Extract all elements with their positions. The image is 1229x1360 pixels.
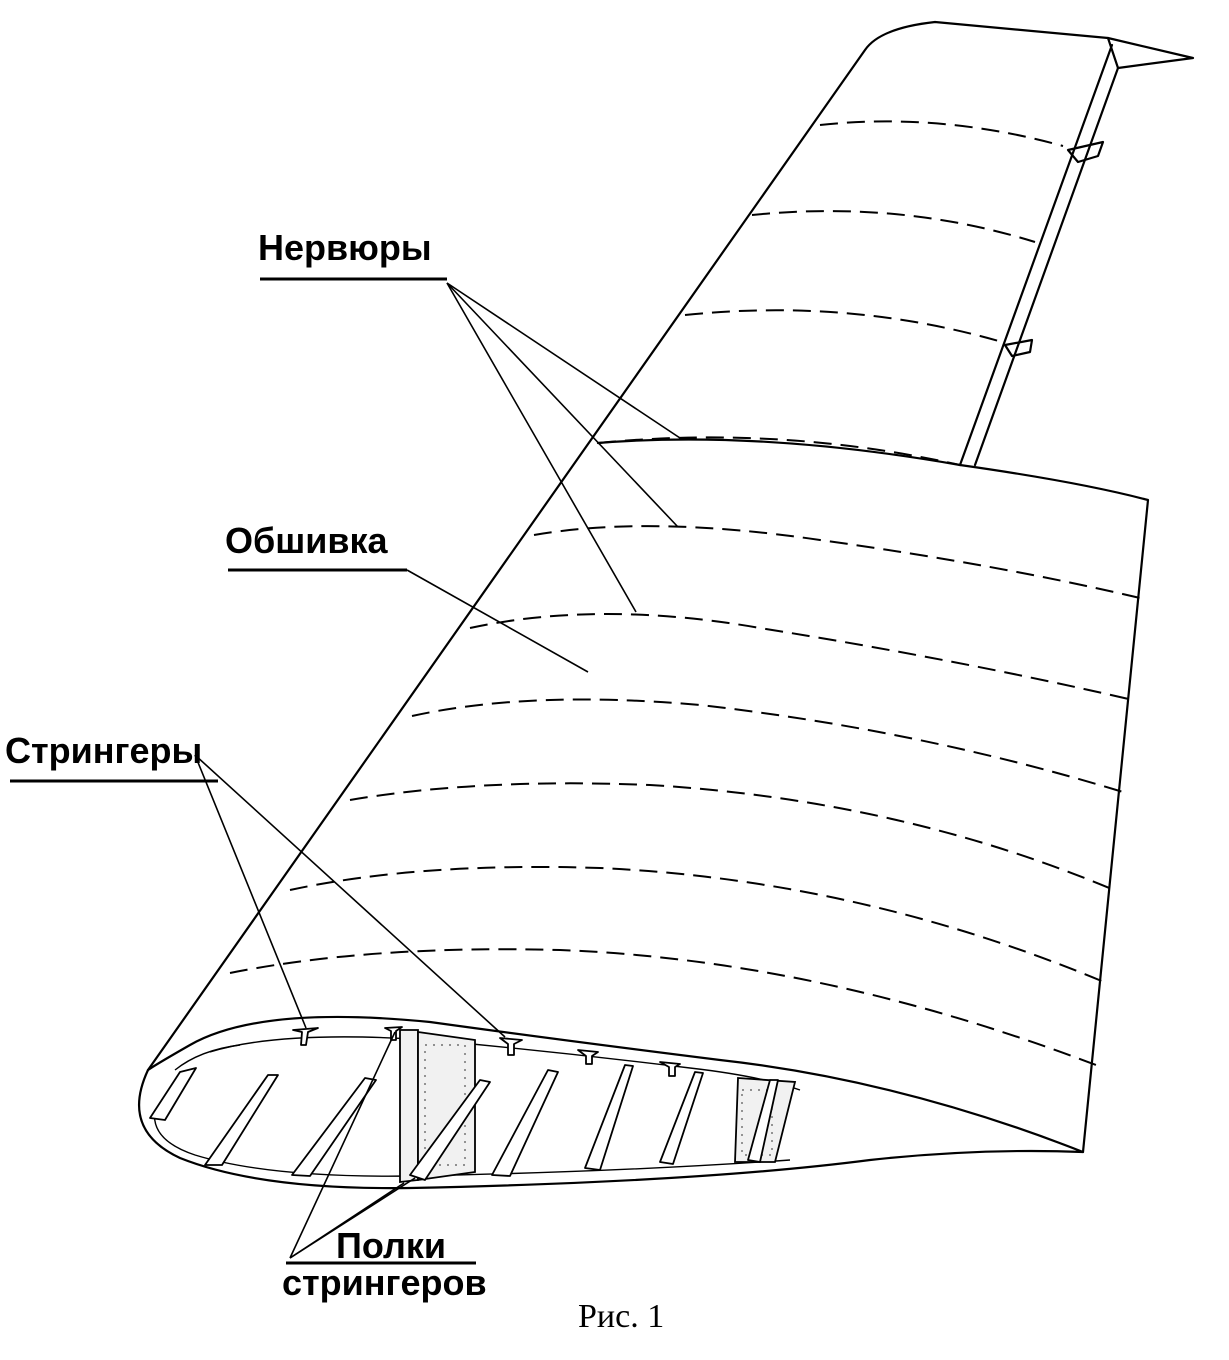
aileron-spar-line [958, 43, 1114, 467]
rear-spar-cap [747, 1079, 779, 1163]
leader-lines [194, 282, 681, 1259]
aileron-hinge-2 [1003, 338, 1034, 358]
stringer-lower-4 [584, 1064, 634, 1171]
trailing-edge-tip [1106, 36, 1195, 70]
spar-lower-cap [409, 1079, 491, 1181]
flanges-leader-1 [289, 1031, 396, 1259]
lower-stringers [204, 1064, 704, 1177]
wing-outline [146, 20, 1195, 1154]
stringers-leader-2 [194, 754, 506, 1038]
rib-9 [289, 865, 1105, 983]
label-flanges-line2: стрингеров [282, 1262, 487, 1303]
label-stringers: Стрингеры [5, 730, 202, 771]
label-flanges-line1: Полки [336, 1225, 446, 1266]
spar-web-1 [399, 1029, 419, 1184]
ribs-leader-2 [446, 282, 679, 528]
label-skin: Обшивка [225, 520, 389, 561]
aileron-spar-line-2 [973, 66, 1120, 467]
stringer-upper-1 [292, 1027, 319, 1046]
stringer-lower-5 [659, 1071, 704, 1165]
stringer-upper-3 [499, 1037, 523, 1056]
ribs [229, 120, 1141, 1066]
stringer-lower-3 [491, 1069, 559, 1177]
stringer-upper-5 [659, 1061, 681, 1077]
root-trailing-edge [958, 463, 1150, 1154]
spar-web-2 [417, 1030, 476, 1182]
upper-surface-curve [596, 438, 962, 467]
leading-edge-inner [174, 1044, 241, 1071]
rib-8 [349, 782, 1115, 891]
rib-3 [684, 309, 1003, 343]
rib-6 [469, 613, 1134, 701]
labels: Нервюры Обшивка Стрингеры Полки стрингер… [5, 227, 487, 1303]
upper-stringers [292, 1026, 681, 1077]
flanges-leader-3 [289, 1182, 405, 1259]
ribs-leader-3 [446, 282, 637, 613]
root-section [138, 1015, 1085, 1190]
rib-1 [819, 120, 1064, 147]
rib-7 [411, 698, 1124, 793]
stringer-upper-4 [577, 1049, 599, 1065]
ribs-leader-1 [446, 282, 681, 439]
rib-5 [533, 525, 1141, 599]
rib-10 [229, 948, 1097, 1066]
leading-edge-stringer [149, 1067, 197, 1121]
label-ribs: Нервюры [258, 227, 432, 268]
aileron-hinge-1 [1066, 140, 1105, 164]
stringers-leader-1 [194, 754, 307, 1029]
figure-caption: Рис. 1 [578, 1298, 664, 1335]
front-spar [399, 1029, 491, 1184]
airfoil-outer [138, 1015, 1085, 1190]
rib-2 [751, 210, 1036, 243]
skin-leader [406, 569, 589, 673]
wing-tip-edge [146, 20, 1110, 1072]
rear-spar [734, 1077, 797, 1163]
stringer-lower-2 [291, 1077, 377, 1177]
stringer-lower-1 [204, 1074, 279, 1166]
airfoil-inner [153, 1036, 801, 1177]
